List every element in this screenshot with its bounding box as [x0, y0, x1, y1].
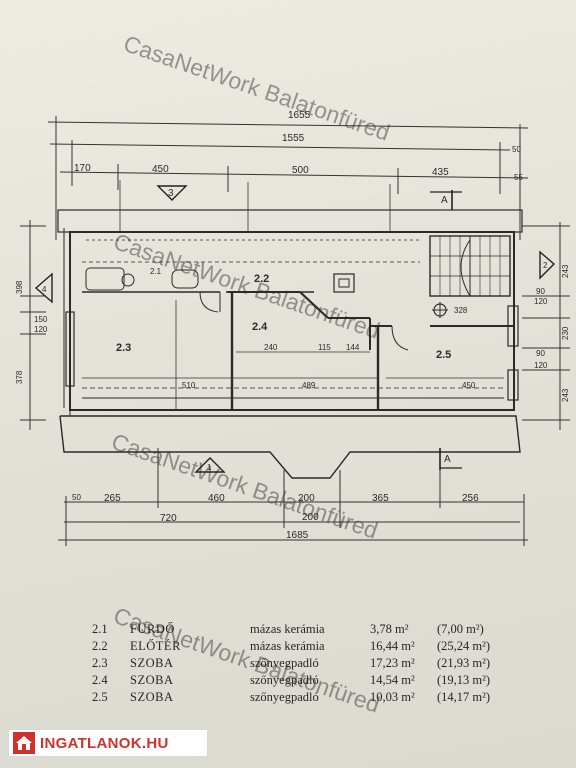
cut-marker-bottom: A	[439, 448, 462, 470]
legend-floor-type: szőnyegpadló	[250, 690, 319, 704]
svg-text:4: 4	[42, 285, 47, 294]
legend-floor-type: szőnyegpadló	[250, 673, 319, 687]
dim-top-450: 450	[152, 164, 169, 175]
legend-row: 2.5 SZOBA szőnyegpadló 10,03 m² (14,17 m…	[92, 689, 522, 706]
room-label-2-5: 2.5	[436, 349, 451, 361]
section-marker-bottom: 1	[194, 457, 226, 473]
legend-room-number: 2.2	[92, 639, 108, 653]
legend-room-name: SZOBA	[130, 690, 174, 704]
legend-room-name: SZOBA	[130, 656, 174, 670]
room-legend: 2.1 FÜRDŐ mázas kerámia 3,78 m² (7,00 m²…	[92, 621, 522, 706]
legend-row: 2.4 SZOBA szőnyegpadló 14,54 m² (19,13 m…	[92, 672, 522, 689]
ingatlanok-logo[interactable]: INGATLANOK.HU	[8, 729, 208, 757]
dim-interior-240: 240	[264, 343, 278, 352]
legend-room-number: 2.5	[92, 690, 108, 704]
dim-bottom-200b: 200	[302, 512, 319, 523]
legend-row: 2.3 SZOBA szőnyegpadló 17,23 m² (21,93 m…	[92, 655, 522, 672]
legend-total-area: (19,13 m²)	[437, 673, 491, 687]
dim-interior-510: 510	[182, 381, 196, 390]
legend-area: 14,54 m²	[370, 673, 415, 687]
legend-room-number: 2.1	[92, 622, 108, 636]
room-label-2-1: 2.1	[150, 267, 162, 276]
dim-left-150: 150	[34, 315, 48, 324]
dim-bottom-50: 50	[72, 493, 81, 502]
dim-top-435: 435	[432, 167, 449, 178]
watermark-group: CasaNetWork Balatonfüred CasaNetWork Bal…	[108, 30, 393, 718]
room-label-2-4: 2.4	[252, 321, 268, 333]
section-marker-left: 4	[34, 272, 53, 304]
bottom-dimension-lines	[58, 448, 528, 546]
dim-right-243-top: 243	[561, 264, 570, 278]
legend-floor-type: mázas kerámia	[250, 639, 325, 653]
dim-bottom-total: 1685	[286, 530, 309, 541]
svg-text:3: 3	[168, 188, 174, 199]
dim-overall-outer: 1655	[288, 110, 311, 121]
legend-room-number: 2.3	[92, 656, 108, 670]
room-label-2-2: 2.2	[254, 273, 269, 285]
section-marker-right: 2	[539, 250, 556, 280]
interior-dim-lines	[82, 180, 504, 410]
building-walls	[57, 209, 523, 479]
room-label-2-3: 2.3	[116, 342, 131, 354]
dim-top-55: 55	[514, 173, 523, 182]
dim-bottom-365: 365	[372, 493, 389, 504]
dim-left-398: 398	[15, 280, 24, 294]
legend-area: 10,03 m²	[370, 690, 415, 704]
dim-bottom-460: 460	[208, 493, 225, 504]
dim-right-230: 230	[561, 326, 570, 340]
dim-bottom-720: 720	[160, 513, 177, 524]
legend-area: 3,78 m²	[370, 622, 409, 636]
legend-total-area: (7,00 m²)	[437, 622, 484, 636]
top-dimension-lines	[47, 116, 529, 240]
legend-room-number: 2.4	[92, 673, 108, 687]
dim-interior-144: 144	[346, 343, 360, 352]
legend-area: 17,23 m²	[370, 656, 415, 670]
watermark-text: CasaNetWork Balatonfüred	[120, 30, 393, 146]
dim-interior-115: 115	[318, 343, 331, 352]
svg-text:1: 1	[207, 463, 212, 472]
left-dimension-lines	[20, 220, 46, 430]
legend-floor-type: szőnyegpadló	[250, 656, 319, 670]
legend-row: 2.1 FÜRDŐ mázas kerámia 3,78 m² (7,00 m²…	[92, 621, 522, 638]
dim-left-120: 120	[34, 325, 48, 334]
dim-top-500: 500	[292, 165, 309, 176]
dim-bottom-265: 265	[104, 493, 121, 504]
dim-left-378: 378	[15, 370, 24, 384]
dim-bottom-256: 256	[462, 493, 479, 504]
dim-top-margin: 50	[512, 145, 521, 154]
dim-right-90-b: 90	[536, 349, 545, 358]
section-marker-top: 3	[156, 185, 188, 201]
house-icon	[13, 732, 35, 754]
dim-bottom-200: 200	[298, 493, 315, 504]
svg-text:A: A	[441, 195, 448, 206]
legend-total-area: (14,17 m²)	[437, 690, 491, 704]
dim-right-120-a: 120	[534, 297, 548, 306]
legend-room-name: ELŐTÉR	[130, 639, 181, 653]
legend-total-area: (21,93 m²)	[437, 656, 491, 670]
dim-top-170: 170	[74, 163, 91, 174]
brand-name: INGATLANOK.HU	[40, 734, 169, 752]
legend-room-name: SZOBA	[130, 673, 174, 687]
svg-text:A: A	[444, 454, 451, 465]
dim-right-90-a: 90	[536, 287, 545, 296]
dim-right-120-b: 120	[534, 361, 548, 370]
dim-right-243-bottom: 243	[561, 388, 570, 402]
svg-text:2: 2	[543, 261, 548, 270]
dim-overall-inner: 1555	[282, 133, 305, 144]
dim-interior-489: 489	[302, 381, 316, 390]
watermark-text: CasaNetWork Balatonfüred	[110, 228, 383, 344]
dim-interior-328: 328	[454, 306, 468, 315]
legend-total-area: (25,24 m²)	[437, 639, 491, 653]
right-dimension-lines	[522, 222, 570, 430]
legend-area: 16,44 m²	[370, 639, 415, 653]
legend-row: 2.2 ELŐTÉR mázas kerámia 16,44 m² (25,24…	[92, 638, 522, 655]
dim-interior-450: 450	[462, 381, 476, 390]
legend-floor-type: mázas kerámia	[250, 622, 325, 636]
cut-marker-top: A	[430, 190, 462, 210]
legend-room-name: FÜRDŐ	[130, 622, 175, 636]
